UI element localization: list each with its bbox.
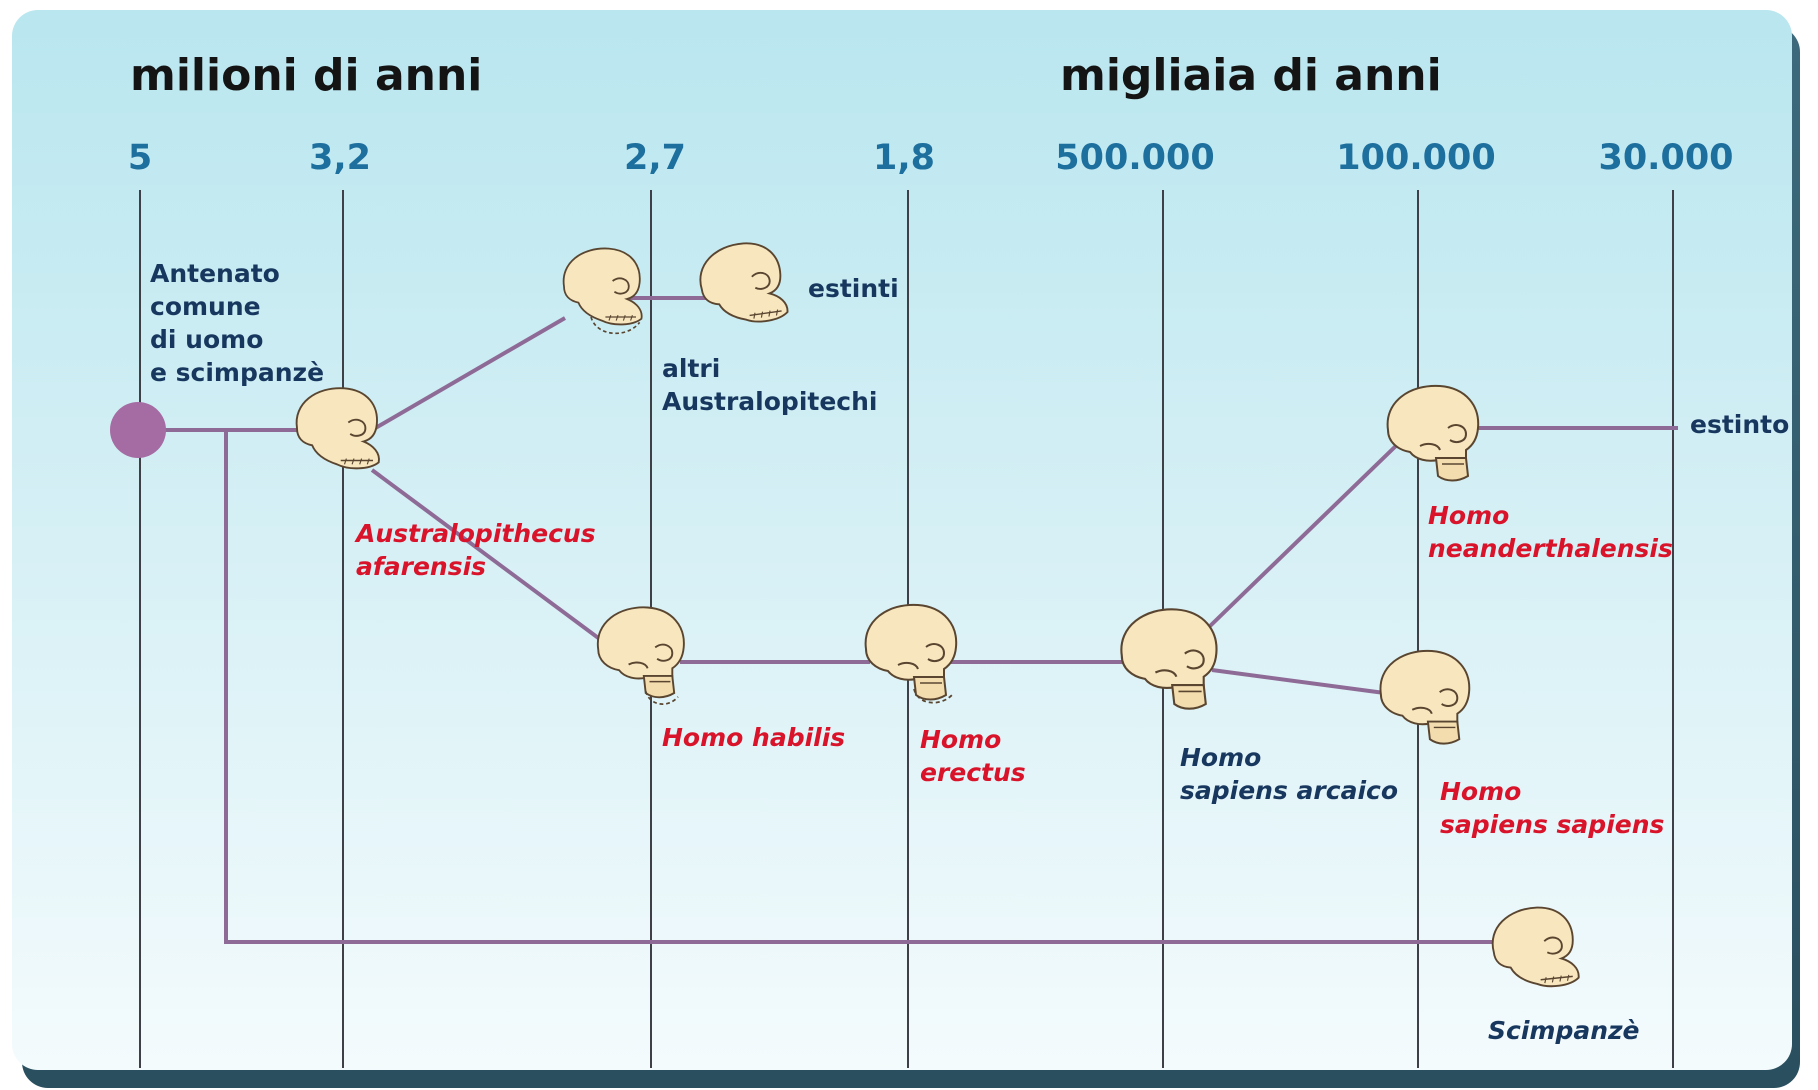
svg-text:sapiens arcaico: sapiens arcaico: [1180, 776, 1398, 805]
branch-sapiens-arcaico-to-sapiens-sapiens: [1211, 668, 1393, 696]
species-label-scimpanze: Scimpanzè: [1488, 1016, 1640, 1045]
svg-text:Australopitechi: Australopitechi: [662, 387, 877, 416]
svg-text:sapiens sapiens: sapiens sapiens: [1440, 810, 1664, 839]
svg-text:di uomo: di uomo: [150, 325, 263, 354]
svg-text:Homo: Homo: [1428, 501, 1509, 530]
label-extinct-australopithecines: estinti: [808, 274, 899, 303]
tick-label: 500.000: [1055, 138, 1214, 178]
species-label-afarensis: Australopithecus afarensis: [354, 519, 596, 581]
tick-label: 2,7: [624, 138, 686, 178]
svg-text:Scimpanzè: Scimpanzè: [1488, 1016, 1640, 1045]
svg-text:e scimpanzè: e scimpanzè: [150, 358, 324, 387]
label-other-australopithecines: altri Australopitechi: [662, 354, 877, 416]
svg-text:Homo habilis: Homo habilis: [662, 723, 845, 752]
tick-label: 100.000: [1336, 138, 1495, 178]
species-label-erectus: Homo erectus: [920, 725, 1026, 787]
svg-text:Homo: Homo: [1180, 743, 1261, 772]
svg-text:erectus: erectus: [920, 758, 1026, 787]
species-label-neanderthalensis: Homo neanderthalensis: [1428, 501, 1673, 563]
common-ancestor-label: Antenato comune di uomo e scimpanzè: [150, 259, 324, 387]
tick-label: 30.000: [1598, 138, 1733, 178]
panel-background: [12, 10, 1792, 1070]
svg-text:Antenato: Antenato: [150, 259, 280, 288]
tick-label: 1,8: [873, 138, 935, 178]
erectus-skull-icon: [864, 603, 958, 704]
svg-text:Homo: Homo: [1440, 777, 1521, 806]
branch-sapiens-arcaico-to-neanderthal: [1206, 438, 1404, 630]
common-ancestor-node: [110, 402, 166, 458]
tick-label: 3,2: [309, 138, 371, 178]
svg-text:Homo: Homo: [920, 725, 1001, 754]
species-label-habilis: Homo habilis: [662, 723, 845, 752]
branch-chimpanzee-lineage: [224, 430, 1500, 944]
svg-text:Australopithecus: Australopithecus: [354, 519, 596, 548]
habilis-skull-icon: [596, 606, 685, 705]
branch-afarensis-to-habilis: [370, 468, 630, 662]
svg-text:neanderthalensis: neanderthalensis: [1428, 534, 1673, 563]
species-label-sapiens-arcaico: Homo sapiens arcaico: [1180, 743, 1398, 805]
branch-afarensis-to-australopithecines: [370, 316, 567, 432]
label-extinct-neanderthal: estinto: [1690, 410, 1789, 439]
header-millions-of-years: milioni di anni: [130, 50, 482, 101]
header-thousands-of-years: migliaia di anni: [1060, 50, 1442, 101]
svg-text:afarensis: afarensis: [356, 552, 486, 581]
australopithecus-skull-icon: [562, 247, 643, 335]
phylogeny-branches: [140, 296, 1678, 944]
svg-text:altri: altri: [662, 354, 720, 383]
svg-text:comune: comune: [150, 292, 261, 321]
species-label-sapiens-sapiens: Homo sapiens sapiens: [1440, 777, 1664, 839]
tick-label: 5: [128, 138, 152, 178]
